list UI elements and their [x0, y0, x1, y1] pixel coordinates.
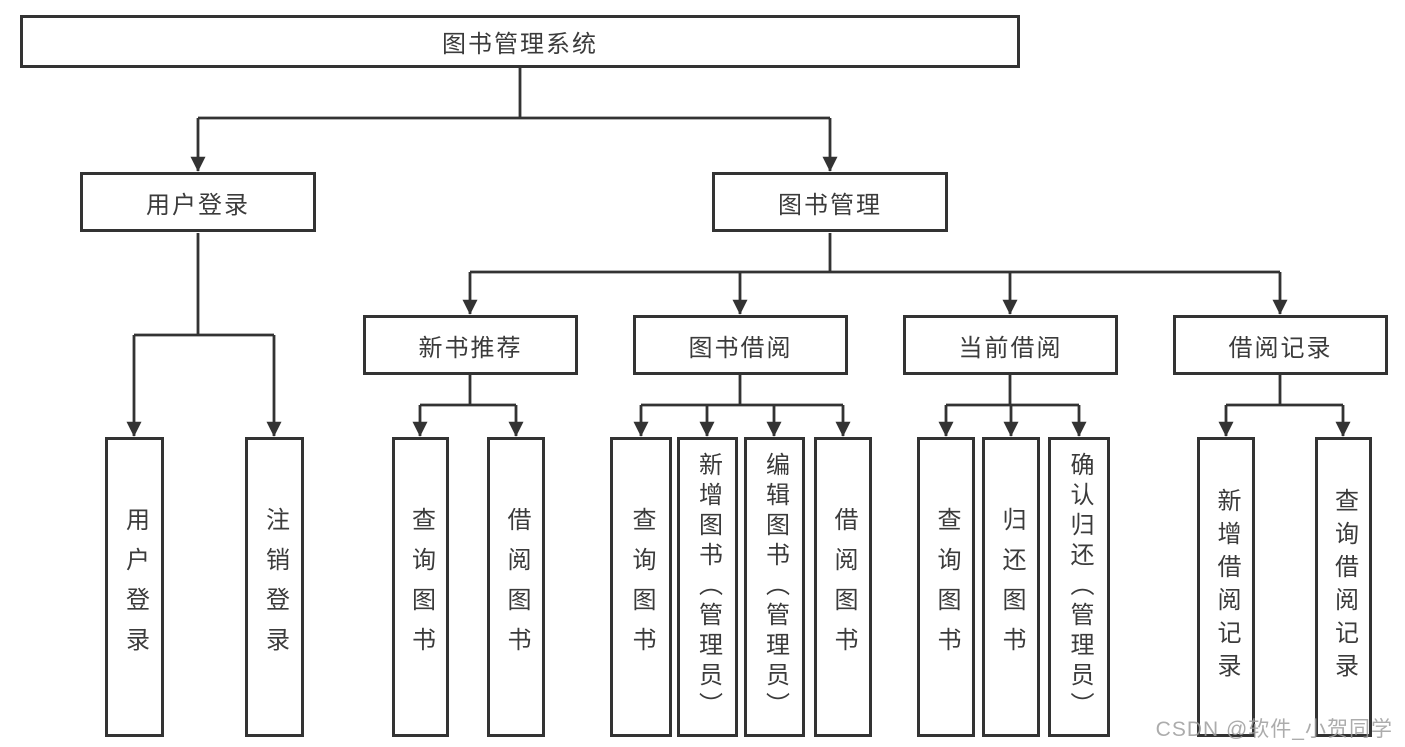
node-new-book-recommendation: 新书推荐: [363, 315, 578, 375]
node-add-book-admin-label: 新增图书（管理员）: [694, 452, 722, 722]
node-confirm-return-admin-label: 确认归还（管理员）: [1066, 452, 1093, 722]
node-query-books-current-label: 查询图书: [933, 507, 960, 667]
node-borrowing-records: 借阅记录: [1173, 315, 1388, 375]
node-borrow-books-borrowing-label: 借阅图书: [830, 507, 857, 667]
node-login-label: 用户登录: [121, 507, 149, 667]
node-logout: 注销登录: [245, 437, 304, 737]
node-query-books-recommend-label: 查询图书: [407, 507, 435, 667]
node-book-borrowing: 图书借阅: [633, 315, 848, 375]
connector-book-management-to-level3: [462, 233, 1288, 315]
node-user-login: 用户登录: [80, 172, 316, 232]
node-add-borrow-record: 新增借阅记录: [1197, 437, 1255, 737]
connector-book-borrowing-to-leaves: [633, 375, 851, 437]
node-edit-book-admin: 编辑图书（管理员）: [744, 437, 805, 737]
node-borrow-books-recommend-label: 借阅图书: [503, 507, 530, 667]
node-logout-label: 注销登录: [261, 507, 289, 667]
node-current-borrowing: 当前借阅: [903, 315, 1118, 375]
node-query-borrow-record: 查询借阅记录: [1315, 437, 1372, 737]
node-query-books-borrowing-label: 查询图书: [628, 507, 655, 667]
node-add-borrow-record-label: 新增借阅记录: [1213, 488, 1240, 686]
node-return-books: 归还图书: [982, 437, 1040, 737]
node-new-book-recommendation-label: 新书推荐: [418, 334, 523, 362]
node-return-books-label: 归还图书: [998, 507, 1025, 667]
connector-borrowing-records-to-leaves: [1218, 375, 1351, 437]
node-edit-book-admin-label: 编辑图书（管理员）: [761, 452, 789, 722]
node-library-system-label: 图书管理系统: [442, 31, 598, 58]
node-borrow-books-recommend: 借阅图书: [487, 437, 545, 737]
connector-user-login-to-leaves: [126, 233, 282, 437]
node-query-books-borrowing: 查询图书: [610, 437, 672, 737]
node-book-management-label: 图书管理: [778, 191, 882, 219]
connector-new-book-recommendation-to-leaves: [412, 375, 524, 437]
connector-root-to-level2: [190, 68, 838, 172]
node-query-books-recommend: 查询图书: [392, 437, 449, 737]
node-confirm-return-admin: 确认归还（管理员）: [1048, 437, 1110, 737]
node-borrow-books-borrowing: 借阅图书: [814, 437, 872, 737]
node-book-borrowing-label: 图书借阅: [688, 334, 793, 362]
node-borrowing-records-label: 借阅记录: [1228, 334, 1333, 362]
node-current-borrowing-label: 当前借阅: [958, 334, 1063, 362]
node-user-login-label: 用户登录: [146, 191, 250, 219]
connector-current-borrowing-to-leaves: [938, 375, 1087, 437]
node-query-books-current: 查询图书: [917, 437, 975, 737]
node-login: 用户登录: [105, 437, 164, 737]
node-add-book-admin: 新增图书（管理员）: [677, 437, 738, 737]
node-library-system: 图书管理系统: [20, 15, 1020, 68]
node-book-management: 图书管理: [712, 172, 948, 232]
node-query-borrow-record-label: 查询借阅记录: [1330, 488, 1358, 686]
watermark: CSDN @软件_小贺同学: [1155, 718, 1393, 741]
